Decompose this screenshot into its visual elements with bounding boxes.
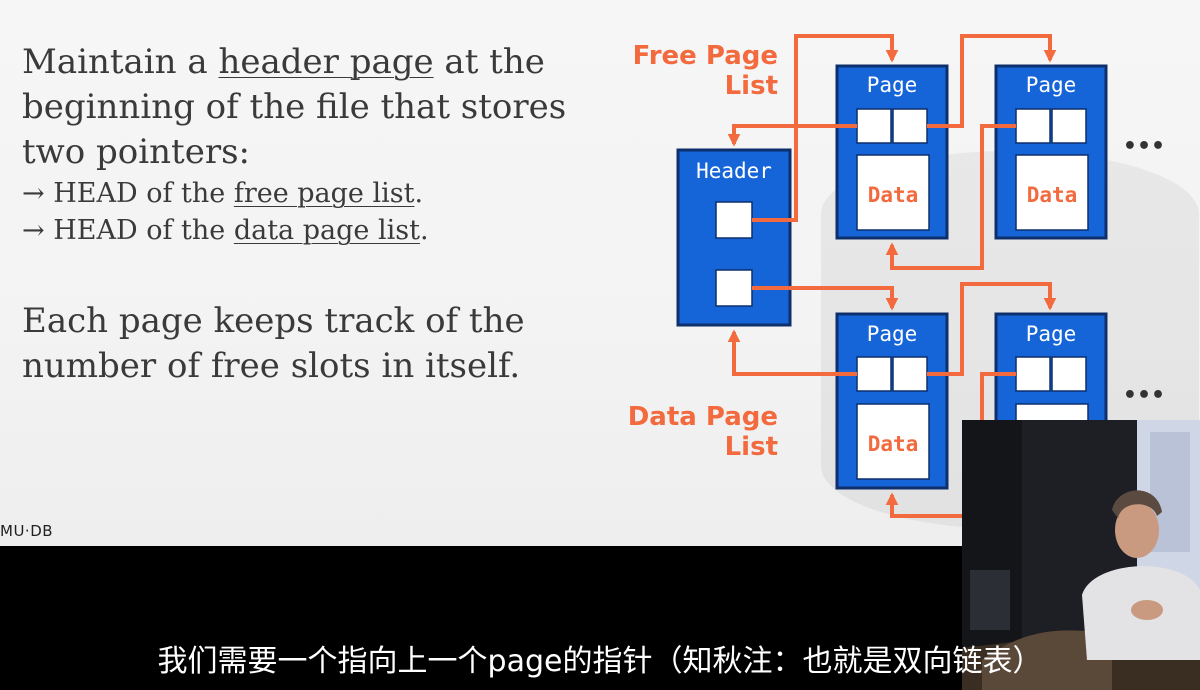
para1-after: at the beginning of the file that stores… bbox=[22, 42, 567, 172]
data-prev-arrow bbox=[727, 329, 857, 376]
cmu-db-logo: MU·DB bbox=[0, 522, 54, 540]
free-next-arrow bbox=[927, 34, 1057, 128]
data-area bbox=[856, 154, 930, 231]
pointer-arrows bbox=[727, 34, 1057, 518]
prev-pointer-slot bbox=[856, 108, 892, 144]
next-pointer-slot bbox=[892, 108, 928, 144]
free-head-arrow bbox=[752, 34, 899, 222]
header-page-box: Header bbox=[676, 148, 792, 327]
speaker-video-frame bbox=[962, 420, 1200, 690]
next-pointer-slot bbox=[1051, 356, 1087, 392]
bullet-prefix: HEAD of the bbox=[44, 178, 234, 209]
data-area bbox=[1015, 154, 1089, 231]
page-title: Page bbox=[1026, 322, 1077, 346]
data-next-arrow bbox=[927, 282, 1057, 376]
slide-text: Maintain a header page at the beginning … bbox=[22, 40, 622, 389]
free-page-list-term: free page list bbox=[233, 178, 415, 209]
next-pointer-slot bbox=[892, 356, 928, 392]
next-pointer-slot bbox=[1051, 108, 1087, 144]
paragraph-free-slots: Each page keeps track of the number of f… bbox=[22, 301, 525, 386]
header-page-term: header page bbox=[218, 42, 434, 82]
data-page-list-label-line2: List bbox=[725, 432, 778, 462]
bullet-data-list: → HEAD of the data page list. bbox=[22, 212, 622, 249]
free-prev-arrow bbox=[727, 124, 857, 147]
data-page-list-label-line1: Data Page bbox=[628, 402, 778, 432]
free-page-1: Page Data bbox=[835, 64, 949, 240]
data-label: Data bbox=[868, 432, 919, 456]
data-page-list-term: data page list bbox=[233, 215, 420, 246]
arrow-bullet-icon: → bbox=[22, 215, 45, 246]
page-title: Page bbox=[1026, 73, 1077, 97]
free-page-2: Page Data bbox=[994, 64, 1108, 240]
prev-pointer-slot bbox=[1015, 108, 1051, 144]
data-head-arrow bbox=[752, 286, 899, 311]
bullet-free-list: → HEAD of the free page list. bbox=[22, 175, 622, 212]
data-page-1: Page Data bbox=[835, 312, 949, 490]
free-back-arrow bbox=[885, 124, 1016, 270]
arrow-bullet-icon: → bbox=[22, 178, 45, 209]
data-label: Data bbox=[868, 183, 919, 207]
free-page-list-label-line2: List bbox=[725, 71, 778, 101]
free-page-list-label-line1: Free Page bbox=[633, 41, 778, 71]
data-label: Data bbox=[1027, 183, 1078, 207]
more-pages-ellipsis: ••• bbox=[1123, 383, 1165, 408]
paragraph-header-page: Maintain a header page at the beginning … bbox=[22, 40, 622, 175]
data-list-head-pointer bbox=[715, 269, 753, 307]
bullet-suffix: . bbox=[419, 215, 429, 246]
page-title: Page bbox=[867, 322, 918, 346]
header-title: Header bbox=[696, 159, 772, 183]
bullet-suffix: . bbox=[414, 178, 424, 209]
prev-pointer-slot bbox=[1015, 356, 1051, 392]
prev-pointer-slot bbox=[856, 356, 892, 392]
para1-before: Maintain a bbox=[22, 42, 219, 82]
slide: Maintain a header page at the beginning … bbox=[0, 0, 1200, 546]
more-pages-ellipsis: ••• bbox=[1123, 134, 1165, 159]
speaker-camera-inset bbox=[962, 420, 1200, 690]
page-title: Page bbox=[867, 73, 918, 97]
video-subtitle: 我们需要一个指向上一个page的指针（知秋注：也就是双向链表） bbox=[157, 644, 1043, 679]
data-area bbox=[856, 403, 930, 480]
free-list-head-pointer bbox=[715, 201, 753, 239]
bullet-prefix: HEAD of the bbox=[44, 215, 234, 246]
